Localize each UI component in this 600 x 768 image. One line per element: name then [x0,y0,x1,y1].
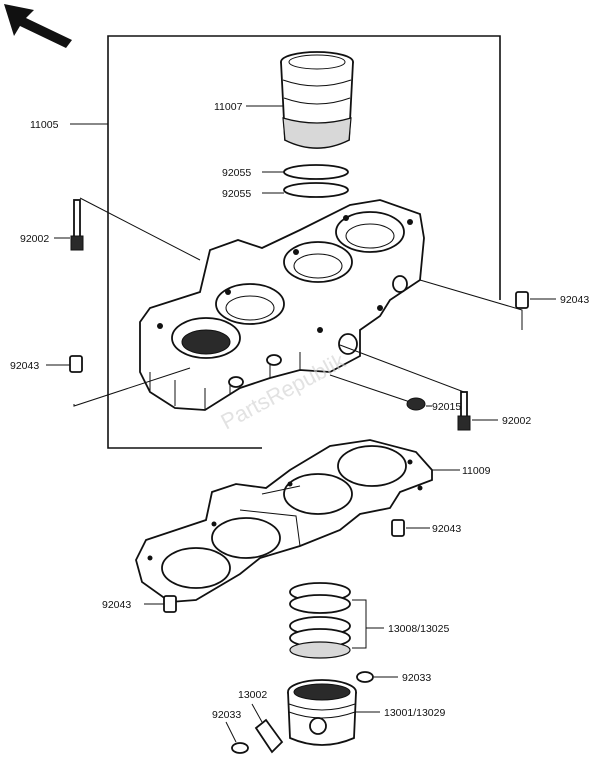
label-92055-lower: 92055 [222,188,251,200]
dowel-right [515,291,529,309]
oring-cap [406,397,426,411]
cylinder-sleeve [280,51,354,149]
head-gasket [135,439,433,603]
bolt-right [457,391,471,431]
bolt-left [70,199,84,251]
piston-pin [251,703,284,754]
label-92043-right: 92043 [560,294,589,306]
dowel-left [69,355,83,373]
label-92033-left: 92033 [212,709,241,721]
gasket-dowel-left [163,595,177,613]
label-92002-left: 92002 [20,233,49,245]
circlip-left [225,721,249,754]
circlip-right [356,671,374,683]
front-arrow-icon [4,4,72,48]
piston-rings [289,582,351,659]
label-92033-right: 92033 [402,672,431,684]
label-92055-upper: 92055 [222,167,251,179]
label-92043-gasket-right: 92043 [432,523,461,535]
cylinder-block [139,199,425,411]
label-13001-13029: 13001/13029 [384,707,445,719]
label-11005: 11005 [30,119,59,131]
label-11007: 11007 [214,101,243,113]
label-92043-gasket-left: 92043 [102,599,131,611]
piston [287,679,357,746]
label-13008-13025: 13008/13025 [388,623,449,635]
o-rings [283,164,349,198]
label-11009: 11009 [462,465,491,477]
group-bracket [70,35,501,449]
label-13002: 13002 [238,689,267,701]
label-92015: 92015 [432,401,461,413]
label-92043-left: 92043 [10,360,39,372]
label-92002-right: 92002 [502,415,531,427]
gasket-dowel-right [391,519,405,537]
